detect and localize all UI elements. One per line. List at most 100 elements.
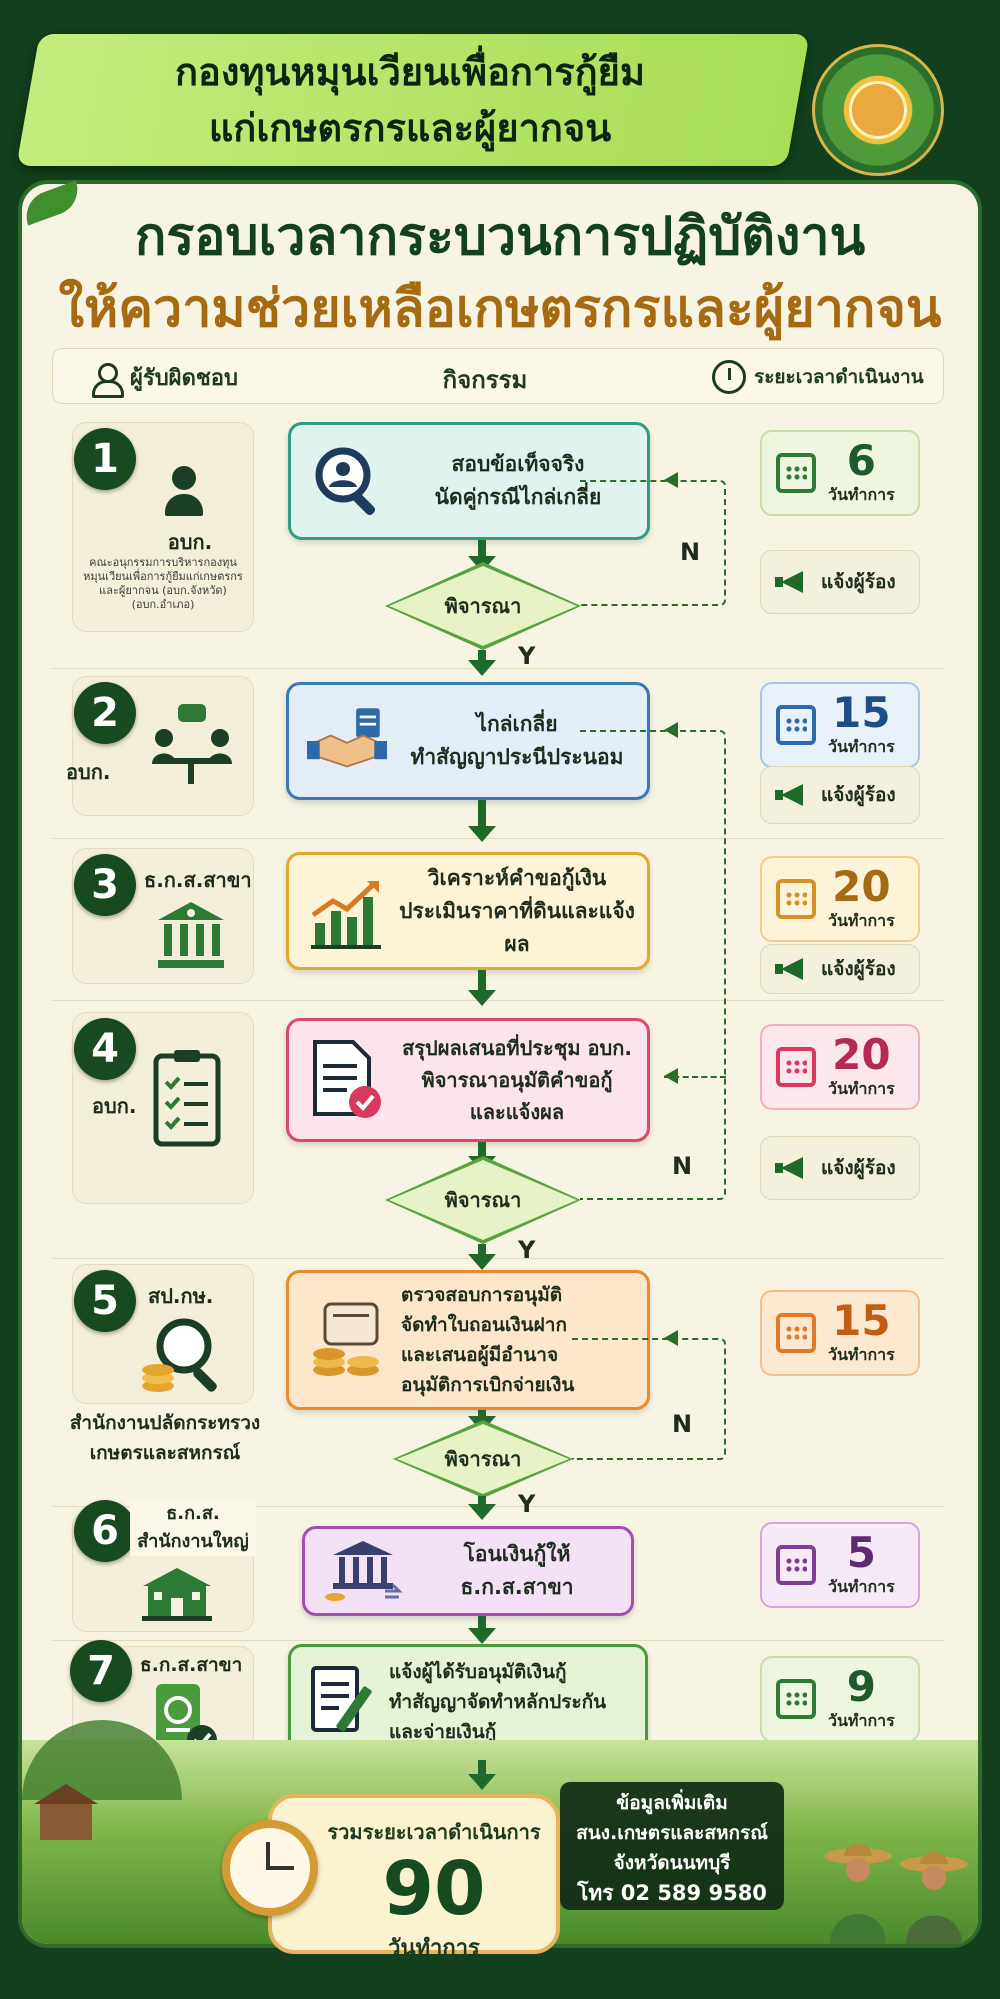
step2-activity-box: ไกล่เกลี่ย ทำสัญญาประนีประนอม bbox=[286, 682, 650, 800]
total-label: รวมระยะเวลาดำเนินการ bbox=[327, 1820, 541, 1844]
step2-responsible: อบก. bbox=[66, 760, 111, 784]
step4-activity-box: สรุปผลเสนอที่ประชุม อบก. พิจารณาอนุมัติค… bbox=[286, 1018, 650, 1142]
megaphone-icon bbox=[775, 782, 809, 808]
checklist-icon bbox=[152, 1048, 222, 1148]
column-activity: กิจกรรม bbox=[442, 366, 528, 394]
no-loop-line bbox=[572, 1338, 726, 1460]
flow-arrow bbox=[468, 1774, 496, 1790]
no-label: N bbox=[672, 1410, 693, 1438]
step6-activity-line2: ธ.ก.ส.สาขา bbox=[460, 1575, 574, 1599]
no-loop-arrow bbox=[664, 722, 678, 738]
flow-arrow bbox=[468, 1628, 496, 1644]
megaphone-icon bbox=[775, 956, 809, 982]
row-divider bbox=[52, 1640, 944, 1641]
step1-responsible-note: คณะอนุกรรมการบริหารกองทุนหมุนเวียนเพื่อก… bbox=[83, 556, 243, 611]
step7-days: 9 bbox=[846, 1661, 876, 1711]
step6-activity-line1: โอนเงินกู้ให้ bbox=[463, 1542, 571, 1566]
contact-line1: ข้อมูลเพิ่มเติม bbox=[616, 1792, 728, 1814]
step1-responsible: อบก. bbox=[167, 530, 213, 554]
no-label: N bbox=[680, 538, 701, 566]
step5-responsible-note: สำนักงานปลัดกระทรวง เกษตรและสหกรณ์ bbox=[40, 1408, 290, 1468]
step2-activity-line2: ทำสัญญาประนีประนอม bbox=[410, 745, 624, 769]
yes-label: Y bbox=[518, 1490, 536, 1518]
step4-notify-card: แจ้งผู้ร้อง bbox=[760, 1136, 920, 1200]
calendar-icon bbox=[776, 453, 816, 493]
step1-notify: แจ้งผู้ร้อง bbox=[821, 571, 896, 593]
approved-document-icon bbox=[307, 1040, 387, 1120]
calendar-icon bbox=[776, 1679, 816, 1719]
flow-arrow bbox=[468, 990, 496, 1006]
bank-transfer-icon bbox=[323, 1536, 403, 1606]
step1-activity-box: สอบข้อเท็จจริง นัดคู่กรณีไกล่เกลี่ย bbox=[288, 422, 650, 540]
calendar-icon bbox=[776, 705, 816, 745]
step6-days: 5 bbox=[846, 1527, 876, 1577]
header-title-line2: แก่เกษตรกรและผู้ยากจน bbox=[208, 106, 612, 150]
no-loop-arrow bbox=[664, 472, 678, 488]
step4-activity-line1: สรุปผลเสนอที่ประชุม อบก. bbox=[402, 1036, 632, 1060]
column-responsible: ผู้รับผิดชอบ bbox=[90, 360, 238, 398]
step3-number: 3 bbox=[74, 854, 136, 916]
flow-line bbox=[478, 970, 486, 994]
step2-days: 15 bbox=[832, 687, 891, 737]
step6-responsible: ธ.ก.ส. สำนักงานใหญ่ bbox=[130, 1500, 256, 1556]
flow-line bbox=[478, 1616, 486, 1634]
header-title-line1: กองทุนหมุนเวียนเพื่อการกู้ยืม bbox=[175, 50, 645, 94]
no-loop-line bbox=[664, 1076, 726, 1078]
flow-line bbox=[478, 1244, 486, 1258]
flow-line bbox=[478, 800, 486, 830]
flow-arrow bbox=[468, 1254, 496, 1270]
flow-arrow bbox=[468, 660, 496, 676]
step5-activity-line1: ตรวจสอบการอนุมัติ bbox=[401, 1284, 563, 1306]
step6-days-card: 5 วันทำการ bbox=[760, 1522, 920, 1608]
step7-activity-line3: และจ่ายเงินกู้ bbox=[389, 1721, 497, 1743]
clock-icon bbox=[712, 360, 746, 394]
meeting-icon bbox=[148, 702, 236, 786]
step1-days: 6 bbox=[846, 435, 876, 485]
step1-notify-card: แจ้งผู้ร้อง bbox=[760, 550, 920, 614]
step4-days-card: 20 วันทำการ bbox=[760, 1024, 920, 1110]
step3-activity-line2: ประเมินราคาที่ดินและแจ้งผล bbox=[399, 898, 635, 956]
step5-responsible-note-line2: เกษตรและสหกรณ์ bbox=[89, 1442, 241, 1464]
step3-notify-card: แจ้งผู้ร้อง bbox=[760, 944, 920, 994]
growth-chart-icon bbox=[307, 871, 387, 951]
step6-responsible-line2: สำนักงานใหญ่ bbox=[137, 1531, 249, 1552]
calendar-icon bbox=[776, 1047, 816, 1087]
no-loop-arrow bbox=[664, 1330, 678, 1346]
no-loop-line bbox=[580, 730, 726, 1200]
total-days: 90 bbox=[382, 1846, 486, 1932]
step5-responsible: สป.กษ. bbox=[148, 1284, 214, 1308]
officer-icon bbox=[164, 466, 204, 518]
step6-number: 6 bbox=[74, 1500, 136, 1562]
flow-arrow bbox=[468, 826, 496, 842]
step3-days-card: 20 วันทำการ bbox=[760, 856, 920, 942]
step7-responsible: ธ.ก.ส.สาขา bbox=[140, 1654, 243, 1676]
step4-activity-line2: พิจารณาอนุมัติคำขอกู้ bbox=[421, 1068, 613, 1092]
step4-notify: แจ้งผู้ร้อง bbox=[821, 1157, 896, 1179]
megaphone-icon bbox=[775, 1155, 809, 1181]
yes-label: Y bbox=[518, 1236, 536, 1264]
step3-activity-box: วิเคราะห์คำขอกู้เงิน ประเมินราคาที่ดินแล… bbox=[286, 852, 650, 970]
flow-line bbox=[478, 1142, 486, 1160]
step6-days-unit: วันทำการ bbox=[828, 1576, 895, 1596]
no-loop-line bbox=[580, 480, 726, 606]
calendar-icon bbox=[776, 1313, 816, 1353]
search-person-icon bbox=[309, 441, 389, 521]
bank-icon bbox=[156, 900, 226, 972]
step4-responsible: อบก. bbox=[92, 1094, 137, 1118]
column-duration: ระยะเวลาดำเนินงาน bbox=[712, 360, 924, 394]
flow-line bbox=[478, 650, 486, 664]
step5-days-unit: วันทำการ bbox=[828, 1344, 895, 1364]
step1-activity-line1: สอบข้อเท็จจริง bbox=[451, 452, 585, 476]
contact-phone: โทร 02 589 9580 bbox=[577, 1881, 767, 1905]
row-divider bbox=[52, 668, 944, 669]
handshake-icon bbox=[307, 701, 387, 781]
megaphone-icon bbox=[775, 569, 809, 595]
row-divider bbox=[52, 838, 944, 839]
step5-days-card: 15 วันทำการ bbox=[760, 1290, 920, 1376]
farmhouse-roof-icon bbox=[34, 1784, 98, 1804]
signing-document-icon bbox=[309, 1662, 381, 1742]
flow-arrow bbox=[468, 1504, 496, 1520]
contact-line2: สนง.เกษตรและสหกรณ์ bbox=[576, 1822, 768, 1844]
row-divider bbox=[52, 1000, 944, 1001]
step2-notify-card: แจ้งผู้ร้อง bbox=[760, 766, 920, 824]
